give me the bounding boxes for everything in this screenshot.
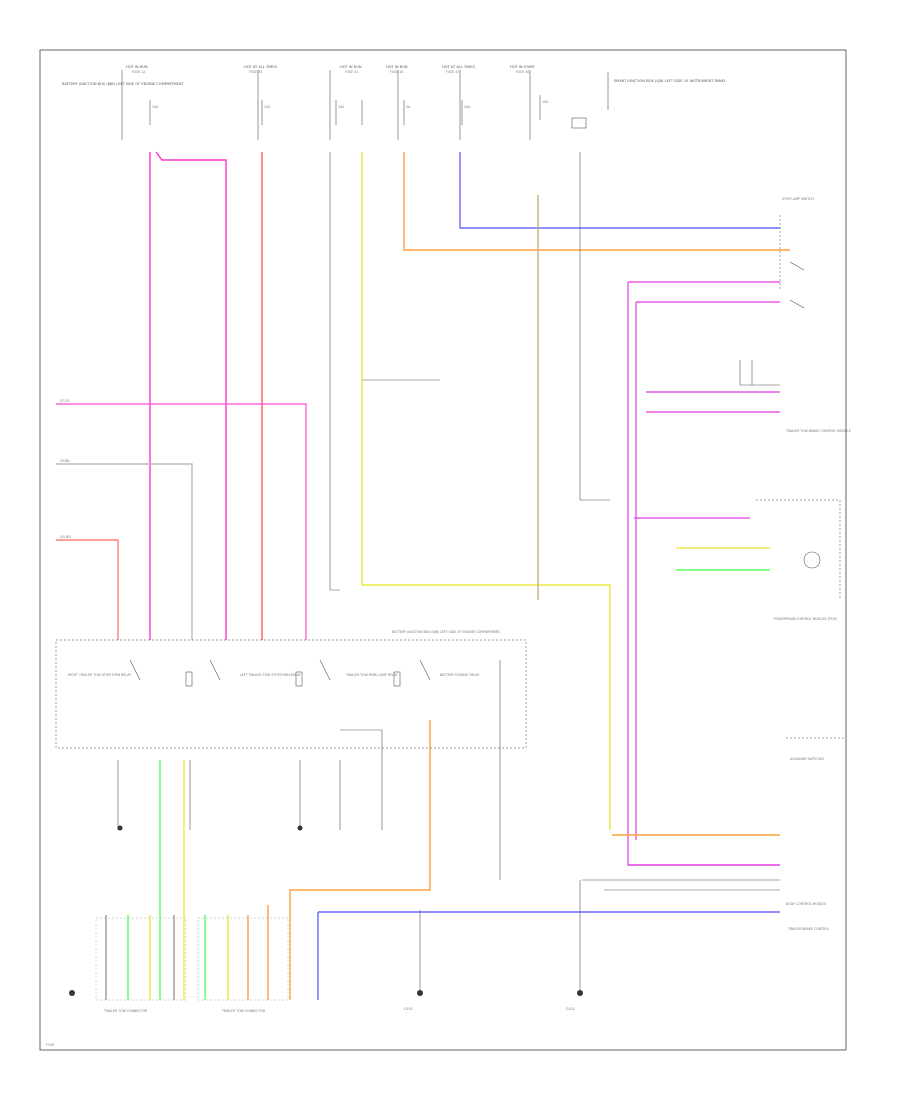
wire-magenta-b xyxy=(635,301,780,840)
wire-orange-down xyxy=(289,720,431,1000)
fuse-4-title: HOT IN RUN xyxy=(386,65,408,69)
fuse-4-sub: FUSE 44 xyxy=(390,70,403,74)
wire-pink-left xyxy=(56,403,307,640)
fuse-2-sub: FUSE 35 xyxy=(249,70,262,74)
right-components: STOP LAMP SWITCH TRAILER TOW BRAKE CONTR… xyxy=(756,197,851,906)
bottom-label-5: TRAILER BRAKE CONTROL xyxy=(787,927,830,931)
relay-3-label: TRAILER TOW PARK LAMP RELAY xyxy=(345,673,398,677)
top-right-box-label: SMART JUNCTION BOX (SJB) LEFT SIDE OF IN… xyxy=(614,79,726,83)
right-label-1: STOP LAMP SWITCH xyxy=(782,197,814,201)
wire-gray-left xyxy=(56,463,193,640)
wire-yellow xyxy=(361,152,611,830)
fuse-3-amp: 10A xyxy=(338,105,345,109)
wire-ogbn-left xyxy=(56,539,119,640)
wire-pink-2 xyxy=(155,151,227,640)
bottom-label-3: G103 xyxy=(404,1007,413,1011)
fuse-6-sub: FUSE 30 xyxy=(516,70,529,74)
fuse-6-amp: 10A xyxy=(542,100,549,104)
fuse-6-title: HOT IN START xyxy=(510,65,536,69)
right-label-4: AUXILIARY SWITCHES xyxy=(790,757,824,761)
relay-box: BATTERY JUNCTION BOX (BJB) LEFT SIDE OF … xyxy=(55,630,527,749)
relay-box-label: BATTERY JUNCTION BOX (BJB) LEFT SIDE OF … xyxy=(392,630,500,634)
left-label-1: VT-GY xyxy=(60,399,69,403)
right-label-3: POWERTRAIN CONTROL MODULE (PCM) xyxy=(774,617,837,621)
diagram-frame xyxy=(39,49,847,1051)
fuse-headers: HOT IN RUN FUSE 12 HOT AT ALL TIMES FUSE… xyxy=(62,65,726,86)
ground-icon-1 xyxy=(417,990,423,996)
fuse-1-title: HOT IN RUN xyxy=(126,65,148,69)
fuse-1-amp: 10A xyxy=(152,105,159,109)
footer-code: F100 xyxy=(46,1043,54,1047)
relay-1-label: RIGHT TRAILER TOW STOP/TURN RELAY xyxy=(68,673,131,677)
bottom-label-1: TRAILER TOW CONNECTOR xyxy=(103,1009,148,1013)
wires xyxy=(56,151,790,1000)
right-label-2: TRAILER TOW BRAKE CONTROL MODULE xyxy=(785,429,851,433)
ground-icon-3 xyxy=(69,990,75,996)
fuse-3-title: HOT IN RUN xyxy=(340,65,362,69)
fuse-5-amp: 20A xyxy=(464,105,471,109)
top-left-box-label: BATTERY JUNCTION BOX (BJB) LEFT SIDE OF … xyxy=(62,82,185,86)
ground-icon-2 xyxy=(577,990,583,996)
fuse-2-amp: 15A xyxy=(264,105,271,109)
bottom-label-2: TRAILER TOW CONNECTOR xyxy=(221,1009,266,1013)
bottom-connectors: TRAILER TOW CONNECTOR TRAILER TOW CONNEC… xyxy=(69,825,830,1013)
left-label-2: GY-BN xyxy=(60,459,70,463)
fuse-2-title: HOT AT ALL TIMES xyxy=(244,65,278,69)
fuse-3-sub: FUSE 41 xyxy=(345,70,358,74)
relay-4-label: BATTERY CHARGE RELAY xyxy=(440,673,479,677)
fuse-4-amp: 5A xyxy=(406,105,411,109)
fuse-symbols: 10A 15A 10A 5A 20A 10A xyxy=(121,70,609,140)
thin-wiring xyxy=(117,152,780,990)
wire-magenta-a xyxy=(627,281,780,866)
wire-blue-down xyxy=(317,911,780,1000)
left-label-3: OG-BN xyxy=(60,535,71,539)
fuse-5-sub: FUSE 47 xyxy=(446,70,459,74)
right-label-5: BODY CONTROL MODULE xyxy=(786,902,826,906)
left-labels: VT-GY GY-BN OG-BN xyxy=(60,399,71,539)
relay-2-label: LEFT TRAILER TOW STOP/TURN RELAY xyxy=(240,673,301,677)
wire-orange xyxy=(403,152,790,251)
fuse-5-title: HOT AT ALL TIMES xyxy=(442,65,476,69)
wire-magenta-c xyxy=(646,391,780,413)
fuse-1-sub: FUSE 12 xyxy=(132,70,145,74)
wire-blue xyxy=(459,152,780,229)
bottom-label-4: G101 xyxy=(566,1007,575,1011)
